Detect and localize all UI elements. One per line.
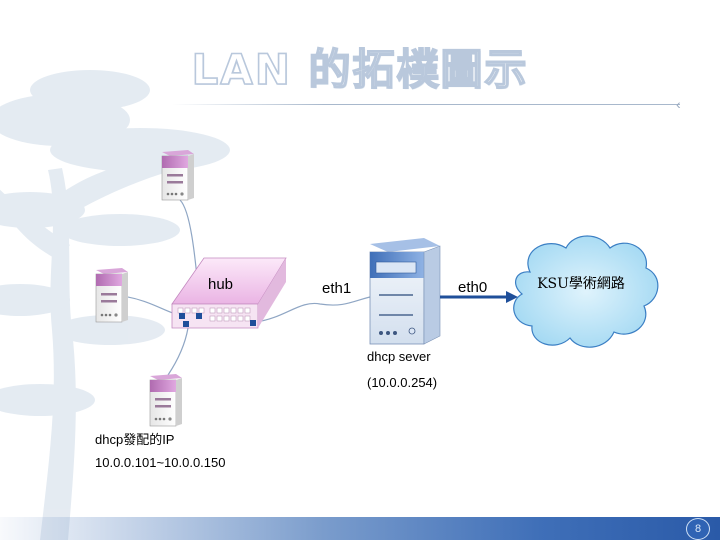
server-ip-label: (10.0.0.254)	[367, 375, 438, 390]
eth0-link-arrow	[440, 291, 518, 303]
pc-bottom	[149, 374, 182, 427]
footer-bar	[0, 517, 720, 540]
slide-title: LAN 的拓樸圖示	[191, 44, 529, 95]
eth0-label: eth0	[458, 279, 488, 296]
dhcp-server	[369, 238, 441, 345]
hub-label: hub	[208, 276, 234, 293]
eth1-label: eth1	[322, 280, 352, 297]
pc-left	[95, 268, 128, 323]
chevron-left-icon: ‹	[676, 96, 681, 112]
cloud-icon	[513, 235, 659, 348]
title-divider	[172, 104, 680, 105]
hub-device	[171, 257, 287, 329]
cloud-label: KSU學術網路	[537, 276, 625, 292]
page-number: 8	[686, 518, 710, 540]
server-name-label: dhcp sever	[367, 349, 431, 364]
ip-range-label: 10.0.0.101~10.0.0.150	[95, 455, 226, 470]
pc-top	[161, 150, 194, 201]
dhcp-note-label: dhcp發配的IP	[95, 432, 175, 447]
